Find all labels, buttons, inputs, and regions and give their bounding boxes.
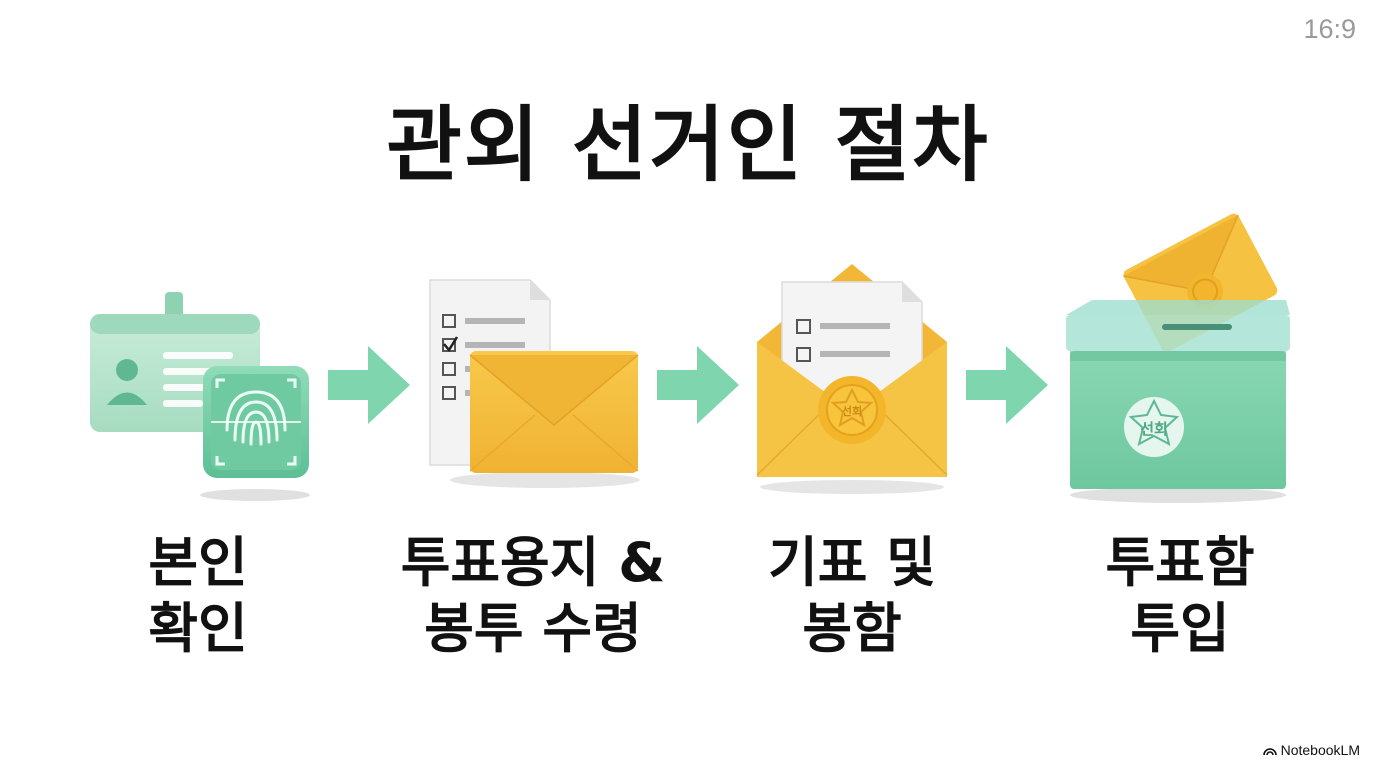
election-emblem-icon <box>1124 397 1184 457</box>
page-title: 관외 선거인 절차 <box>386 98 990 193</box>
ballot-box-illustration <box>1066 213 1290 503</box>
wax-seal-icon <box>818 376 886 444</box>
notebooklm-logo-icon <box>1262 748 1277 756</box>
ballot-paper-envelope-illustration <box>429 279 640 488</box>
seal-label: 선회 <box>841 405 863 418</box>
step-4-label: 투표함 투입 <box>1105 531 1255 660</box>
step-1-label: 본인 확인 <box>148 531 248 660</box>
arrow-right-icon <box>328 346 410 424</box>
arrow-right-icon <box>657 346 739 424</box>
sealed-envelope-illustration <box>756 264 948 494</box>
step-2-label: 투표용지 & 봉투 수령 <box>400 531 666 660</box>
aspect-ratio-label: 16:9 <box>1303 14 1356 44</box>
envelope-icon <box>469 351 639 473</box>
id-card-fingerprint-illustration <box>90 292 310 501</box>
arrow-right-icon <box>966 346 1048 424</box>
ballot-box-lid <box>1066 315 1290 351</box>
brand-watermark: NotebookLM <box>1262 742 1360 758</box>
step-3-label: 기표 및 봉함 <box>768 531 936 660</box>
badge-clip-icon <box>165 292 183 318</box>
brand-label: NotebookLM <box>1280 742 1360 758</box>
emblem-label: 선회 <box>1140 420 1168 438</box>
